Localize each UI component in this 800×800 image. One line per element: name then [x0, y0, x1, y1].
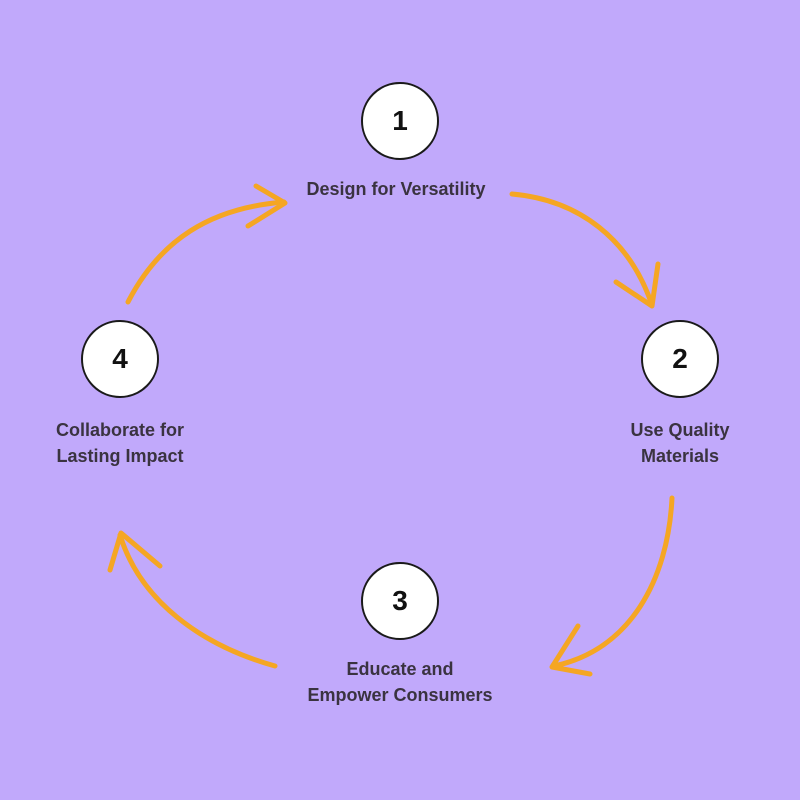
step-4-label-line-1: Collaborate for: [55, 420, 184, 440]
arrow-4-to-1-line: [125, 199, 287, 305]
step-4-label: Collaborate for Lasting Impact: [20, 417, 220, 469]
arrow-1-to-2-head: [613, 261, 661, 309]
step-4-label-line-2: Lasting Impact: [56, 446, 184, 466]
step-4-number-circle: 4: [81, 320, 159, 398]
step-2-label-line-1: Use Quality: [630, 420, 730, 440]
arrow-3-to-4-head: [107, 530, 163, 573]
arrow-2-to-3-line: [551, 495, 675, 669]
step-3-label-line-1: Educate and: [346, 659, 454, 679]
step-2-label-line-2: Materials: [640, 446, 720, 466]
arrow-1-to-2-line: [509, 191, 655, 308]
step-1-label: Design for Versatility: [246, 176, 546, 202]
arrow-2-to-3: [549, 495, 675, 677]
step-1-label-line-1: Design for Versatility: [306, 179, 486, 199]
arrow-1-to-2: [509, 191, 661, 309]
arrow-2-to-3-head: [549, 623, 593, 677]
arrow-4-to-1: [125, 183, 288, 305]
step-2-number-circle: 2: [641, 320, 719, 398]
step-3-label: Educate and Empower Consumers: [258, 656, 542, 708]
step-2-label: Use Quality Materials: [590, 417, 770, 469]
step-1-number-circle: 1: [361, 82, 439, 160]
arrow-4-to-1-head: [245, 183, 288, 229]
arrow-3-to-4-line: [117, 532, 278, 669]
step-3-label-line-2: Empower Consumers: [307, 685, 493, 705]
arrow-3-to-4: [107, 530, 278, 669]
step-3-number-circle: 3: [361, 562, 439, 640]
